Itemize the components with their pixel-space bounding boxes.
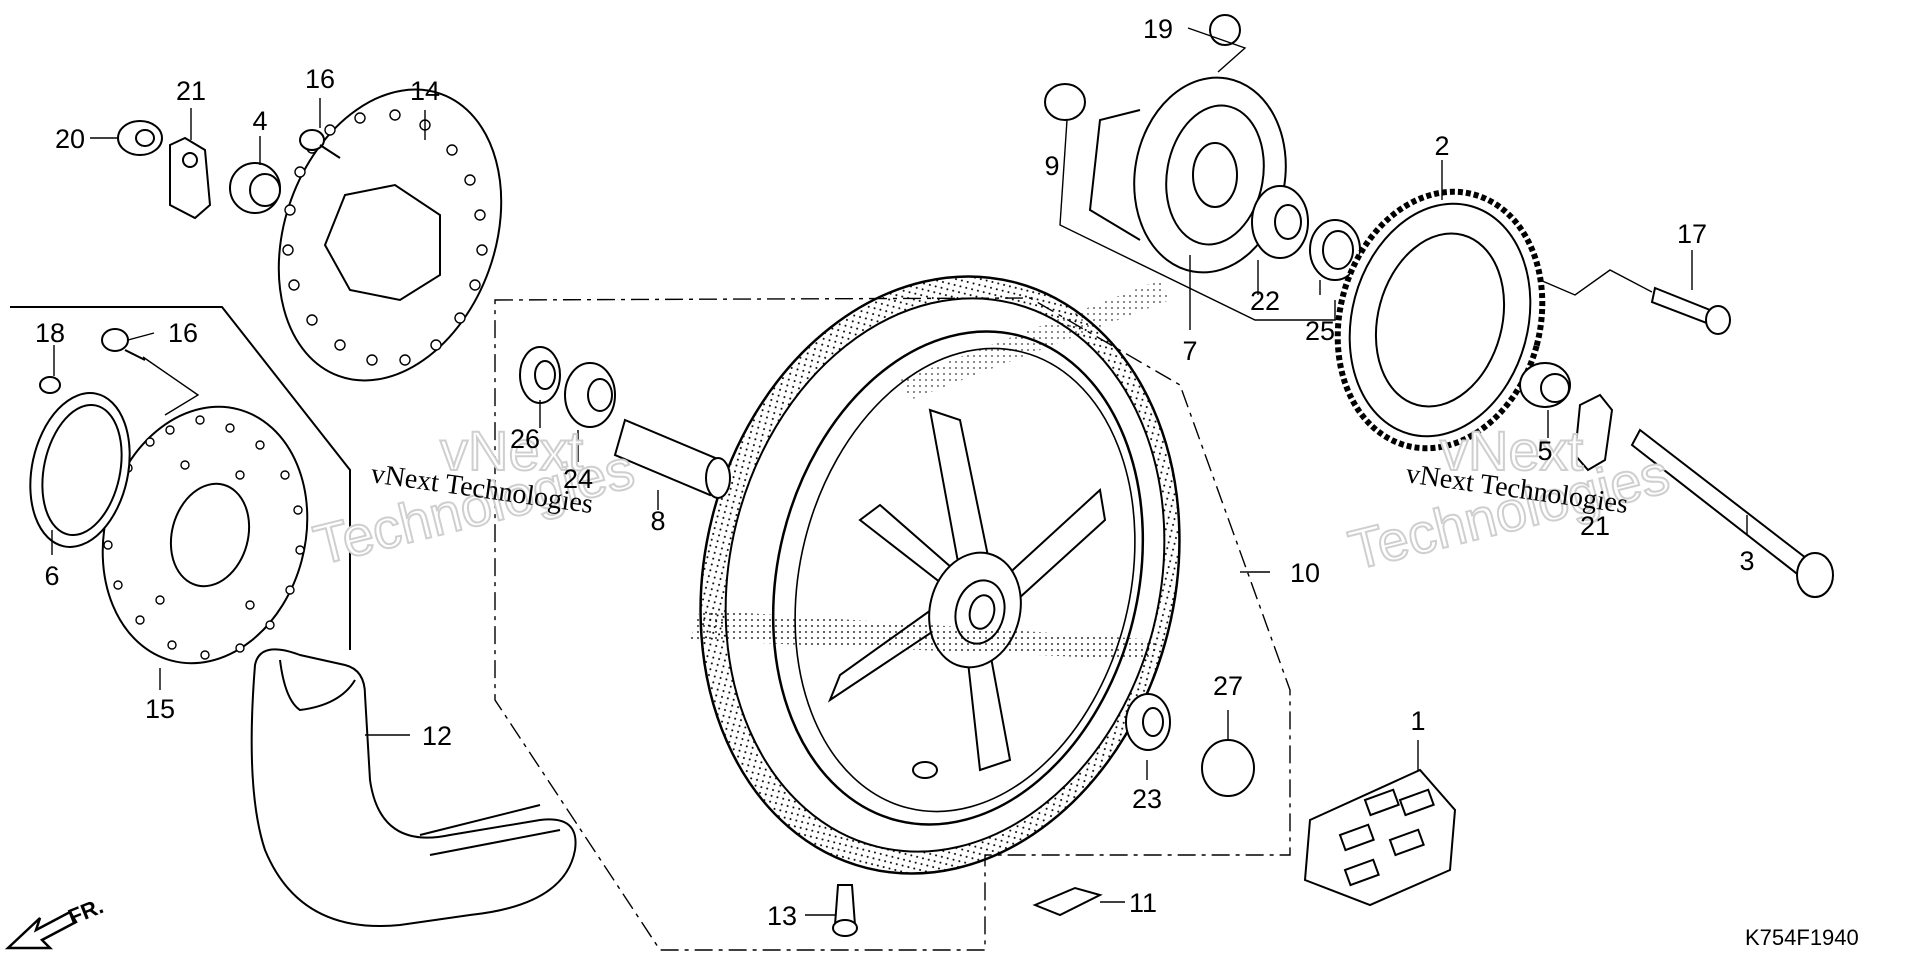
diagram-code: K754F1940 [1745, 925, 1859, 950]
disc-14 [277, 88, 503, 382]
bolt-16-lower [101, 328, 146, 361]
callout-8: 8 [650, 506, 665, 536]
callout-1: 1 [1410, 706, 1425, 736]
ring-6 [29, 392, 131, 548]
collar-4 [229, 162, 281, 214]
rear-wheel [699, 275, 1181, 875]
callout-16-upper: 16 [305, 64, 335, 94]
valve-13 [832, 884, 858, 937]
nut-20 [117, 120, 163, 156]
callout-2: 2 [1434, 131, 1449, 161]
callout-12: 12 [422, 721, 452, 751]
collar-8 [613, 418, 731, 499]
callout-21-upper: 21 [176, 76, 206, 106]
callout-13: 13 [767, 901, 797, 931]
callout-24: 24 [563, 464, 593, 494]
seal-25 [1309, 219, 1361, 281]
bracket-21 [169, 136, 212, 220]
bolt-17 [1650, 286, 1731, 335]
callout-3: 3 [1739, 546, 1754, 576]
callout-14: 14 [410, 76, 440, 106]
callout-18: 18 [35, 318, 65, 348]
bolt-16-upper [299, 129, 341, 159]
bearing-23 [1125, 693, 1171, 751]
bearing-24 [564, 362, 616, 428]
disc-15 [101, 405, 309, 665]
tire-12 [250, 648, 577, 927]
callout-27: 27 [1213, 671, 1243, 701]
watermark-big-right-1: vNext [1440, 419, 1584, 482]
bracket-21-right [1573, 393, 1614, 472]
sprocket-carrier-7 [1088, 76, 1287, 274]
callout-16-lower: 16 [168, 318, 198, 348]
nut-19 [1209, 14, 1241, 46]
callout-19: 19 [1143, 14, 1173, 44]
balance-weights-1 [1303, 768, 1457, 907]
callout-4: 4 [252, 106, 267, 136]
callout-6: 6 [44, 561, 59, 591]
front-direction-label: FR. [65, 893, 107, 929]
callout-11: 11 [1129, 888, 1157, 918]
callout-5: 5 [1537, 436, 1552, 466]
callouts: 1 2 3 4 5 6 7 8 9 10 11 12 13 14 15 16 1… [35, 14, 1755, 931]
bearing-22 [1251, 185, 1309, 259]
callout-10: 10 [1290, 558, 1320, 588]
seal-26 [519, 346, 561, 404]
collar-5 [1519, 362, 1571, 408]
callout-9: 9 [1044, 151, 1059, 181]
callout-22: 22 [1250, 286, 1280, 316]
callout-26: 26 [510, 424, 540, 454]
bolt-18 [39, 376, 61, 394]
leader-lines [51, 27, 1748, 916]
callout-7: 7 [1182, 336, 1197, 366]
axle-3 [1630, 428, 1834, 598]
callout-17: 17 [1677, 219, 1707, 249]
callout-15: 15 [145, 694, 175, 724]
axle-dot-beam [690, 610, 1160, 660]
watermark-big-left-1: vNext [440, 419, 584, 482]
left-group-outline [10, 306, 351, 650]
nut-9 [1044, 83, 1086, 121]
o-ring-27 [1201, 739, 1255, 797]
callout-20: 20 [55, 124, 85, 154]
callout-25: 25 [1305, 316, 1335, 346]
sprocket-2 [1334, 188, 1546, 452]
clip-11 [1032, 886, 1103, 917]
callout-23: 23 [1132, 784, 1162, 814]
callout-21-lower: 21 [1580, 511, 1610, 541]
front-direction-arrow: FR. [4, 893, 107, 950]
